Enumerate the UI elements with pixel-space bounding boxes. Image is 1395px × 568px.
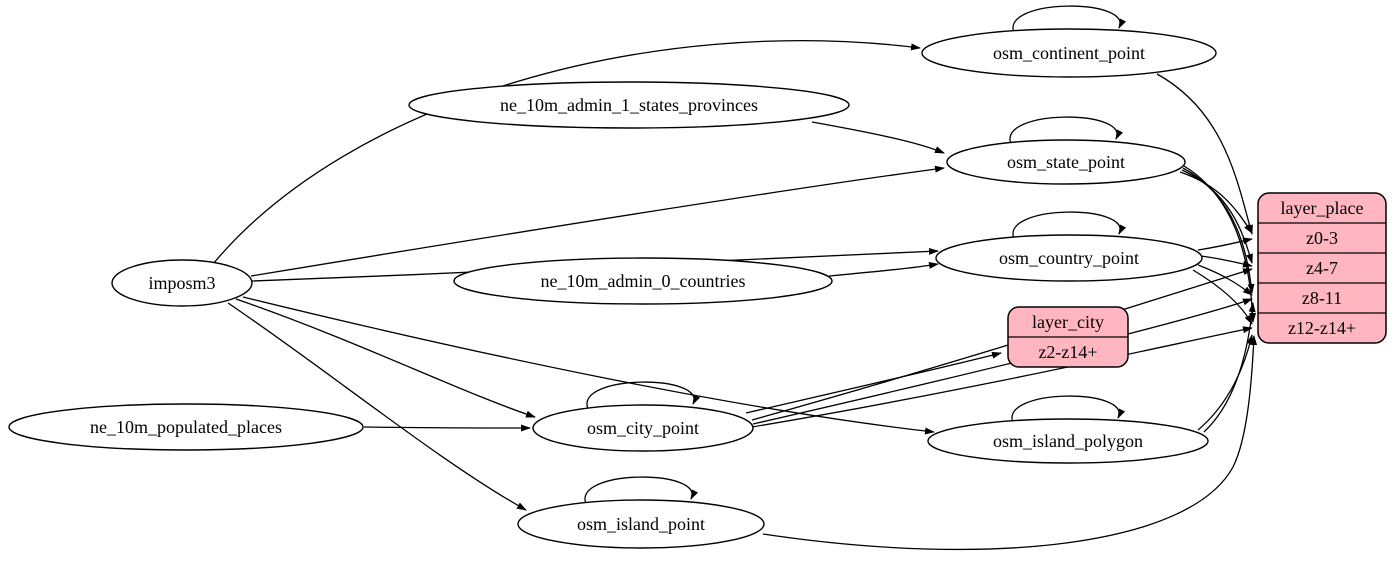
record-row-layer-place-z0-3: z0-3: [1306, 228, 1338, 248]
node-shape-osm-city-point: [532, 404, 754, 452]
node-shape-osm-island-point: [517, 499, 765, 549]
record-row-layer-place-z8-11: z8-11: [1302, 288, 1342, 308]
edge-ne-10m-admin-1-states-provinces-to-osm-state-point: [811, 121, 945, 154]
node-shape-imposm3: [111, 259, 253, 307]
self-loop-osm-continent-point: [1012, 5, 1127, 34]
node-shape-osm-state-point: [946, 139, 1186, 185]
edge-osm-country-point-to-layer-place-z4-7: [1200, 255, 1253, 268]
record-row-layer-city-z2-z14: z2-z14+: [1038, 342, 1097, 362]
edge-osm-continent-point-to-layer-place-z0-3: [1156, 73, 1253, 235]
record-shape-layer-place: [1257, 192, 1387, 344]
node-label-osm-country-point: osm_country_point: [999, 248, 1139, 268]
edge-osm-state-point-to-layer-place-z8-11: [1182, 167, 1255, 294]
node-label-ne-10m-admin-0-countries: ne_10m_admin_0_countries: [541, 271, 746, 291]
edge-osm-country-point-to-layer-place-z12-z14: [1192, 269, 1253, 325]
self-loop-osm-state-point: [1009, 116, 1124, 145]
edge-osm-city-point-to-layer-place-z4-7: [751, 268, 1253, 421]
node-layer: imposm3 ne_10m_admin_1_states_provincesne…: [8, 28, 1387, 549]
self-loop-osm-island-polygon: [1011, 395, 1126, 424]
edge-osm-island-polygon-to-layer-place-z12-z14: [1197, 334, 1254, 431]
node-label-osm-island-polygon: osm_island_polygon: [993, 431, 1143, 451]
node-osm-city-point: osm_city_point: [532, 404, 754, 452]
node-layer-city: layer_city z2-z14+: [1007, 306, 1129, 368]
edge-osm-state-point-to-layer-place-z0-3: [1179, 171, 1253, 234]
edge-imposm3-to-osm-island-point: [227, 302, 527, 511]
node-label-ne-10m-admin-1-states-provinces: ne_10m_admin_1_states_provinces: [500, 95, 758, 115]
node-osm-state-point: osm_state_point: [946, 139, 1186, 185]
record-row-layer-place-z4-7: z4-7: [1306, 258, 1338, 278]
node-layer-place: layer_place z0-3 z4-7 z8-11 z12-z14+: [1257, 192, 1387, 344]
edge-osm-city-point-to-layer-place-z12-z14: [751, 326, 1253, 428]
node-label-ne-10m-populated-places: ne_10m_populated_places: [90, 417, 282, 437]
edge-osm-country-point-to-layer-place-z8-11: [1197, 264, 1253, 296]
edge-imposm3-to-osm-state-point: [250, 165, 945, 277]
edge-imposm3-to-osm-continent-point: [212, 40, 921, 265]
record-row-layer-city-layer-city: layer_city: [1032, 312, 1104, 332]
node-ne-10m-populated-places: ne_10m_populated_places: [8, 403, 364, 451]
record-row-layer-place-layer-place: layer_place: [1281, 198, 1364, 218]
edge-osm-island-point-to-layer-place-z12-z14: [762, 335, 1258, 551]
node-osm-island-point: osm_island_point: [517, 499, 765, 549]
node-ne-10m-admin-1-states-provinces: ne_10m_admin_1_states_provinces: [408, 81, 850, 129]
edge-osm-island-polygon-to-layer-place-z8-11: [1203, 302, 1256, 433]
record-row-layer-place-z12-z14: z12-z14+: [1288, 318, 1356, 338]
edge-ne-10m-populated-places-to-osm-city-point: [363, 424, 531, 432]
edge-osm-city-point-to-layer-city-z2-z14: [745, 351, 1002, 414]
edge-imposm3-to-osm-island-polygon: [242, 296, 935, 435]
self-loop-osm-city-point: [586, 381, 701, 410]
node-label-osm-city-point: osm_city_point: [587, 418, 699, 438]
node-shape-ne-10m-admin-0-countries: [453, 257, 833, 305]
node-osm-island-polygon: osm_island_polygon: [927, 418, 1209, 464]
node-osm-country-point: osm_country_point: [935, 234, 1203, 282]
node-label-imposm3: imposm3: [148, 273, 215, 293]
node-ne-10m-admin-0-countries: ne_10m_admin_0_countries: [453, 257, 833, 305]
self-loop-osm-island-point: [584, 476, 699, 505]
node-label-osm-island-point: osm_island_point: [577, 514, 705, 534]
edge-osm-country-point-to-layer-place-z0-3: [1197, 237, 1253, 251]
edge-layer: [212, 5, 1258, 551]
self-loop-osm-country-point: [1012, 211, 1127, 240]
edge-imposm3-to-osm-city-point: [235, 298, 536, 418]
node-imposm3: imposm3: [111, 259, 253, 307]
node-label-osm-continent-point: osm_continent_point: [993, 43, 1145, 63]
node-shape-osm-country-point: [935, 234, 1203, 282]
node-shape-ne-10m-admin-1-states-provinces: [408, 81, 850, 129]
node-shape-osm-continent-point: [921, 28, 1217, 78]
node-shape-osm-island-polygon: [927, 418, 1209, 464]
node-label-osm-state-point: osm_state_point: [1007, 152, 1125, 172]
edge-osm-city-point-to-layer-place-z8-11: [752, 298, 1253, 425]
node-osm-continent-point: osm_continent_point: [921, 28, 1217, 78]
node-shape-ne-10m-populated-places: [8, 403, 364, 451]
edge-osm-state-point-to-layer-place-z4-7: [1181, 169, 1253, 264]
edge-ne-10m-admin-0-countries-to-osm-country-point: [828, 262, 939, 277]
